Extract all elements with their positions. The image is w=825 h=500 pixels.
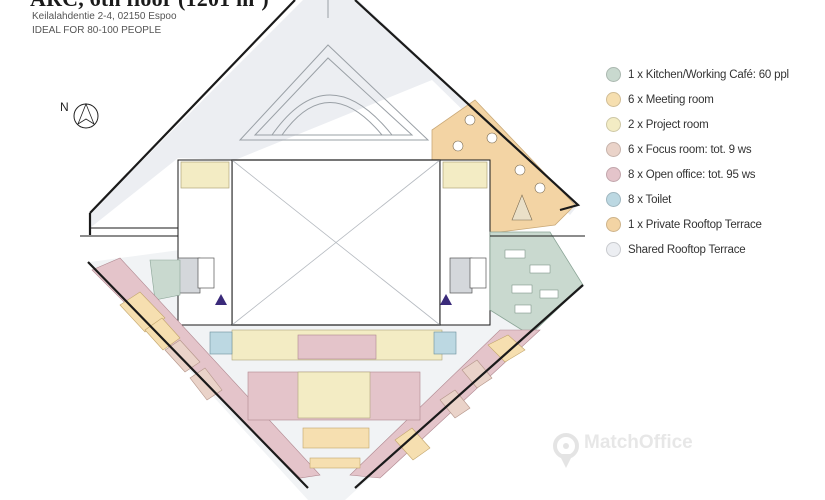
address-text: Keilalahdentie 2-4, 02150 Espoo xyxy=(32,11,177,22)
legend-label: 8 x Open office: tot. 95 ws xyxy=(628,168,756,181)
shared-rooftop-terrace xyxy=(90,0,578,228)
legend-item-focus-room: 6 x Focus room: tot. 9 ws xyxy=(606,137,816,162)
legend-label: 6 x Focus room: tot. 9 ws xyxy=(628,143,752,156)
entry-marker-east xyxy=(440,294,452,305)
glass-roof xyxy=(238,0,430,141)
legend-item-private-terrace: 1 x Private Rooftop Terrace xyxy=(606,212,816,237)
capacity-text: IDEAL FOR 80-100 PEOPLE xyxy=(32,25,162,36)
meeting-room-south xyxy=(302,427,370,449)
legend-item-toilet: 8 x Toilet xyxy=(606,187,816,212)
watermark-label: MatchOffice xyxy=(584,432,693,453)
exterior-walls xyxy=(87,0,584,489)
legend-label: 6 x Meeting room xyxy=(628,93,714,106)
legend-swatch xyxy=(606,167,621,182)
legend-label: 1 x Private Rooftop Terrace xyxy=(628,218,762,231)
legend-label: 2 x Project room xyxy=(628,118,709,131)
watermark-pin-icon xyxy=(553,433,579,468)
watermark: MatchOffice xyxy=(552,432,693,454)
legend-label: Shared Rooftop Terrace xyxy=(628,243,746,256)
legend-item-kitchen: 1 x Kitchen/Working Café: 60 ppl xyxy=(606,62,816,87)
legend-swatch xyxy=(606,192,621,207)
legend-label: 1 x Kitchen/Working Café: 60 ppl xyxy=(628,68,789,81)
west-lounge xyxy=(149,259,181,301)
legend-label: 8 x Toilet xyxy=(628,193,672,206)
legend-swatch xyxy=(606,92,621,107)
legend: 1 x Kitchen/Working Café: 60 ppl 6 x Mee… xyxy=(606,62,816,262)
legend-swatch xyxy=(606,142,621,157)
north-compass-icon xyxy=(73,102,99,129)
project-room-central xyxy=(297,371,371,419)
legend-swatch xyxy=(606,67,621,82)
page-title: ARC, 6th floor (1201 m²) xyxy=(30,0,269,12)
legend-swatch xyxy=(606,117,621,132)
north-label: N xyxy=(60,100,69,114)
legend-swatch xyxy=(606,242,621,257)
legend-item-project-room: 2 x Project room xyxy=(606,112,816,137)
legend-item-shared-terrace: Shared Rooftop Terrace xyxy=(606,237,816,262)
legend-item-open-office: 8 x Open office: tot. 95 ws xyxy=(606,162,816,187)
entry-marker-west xyxy=(215,294,227,305)
legend-swatch xyxy=(606,217,621,232)
meeting-rooms xyxy=(119,291,526,461)
legend-item-meeting-room: 6 x Meeting room xyxy=(606,87,816,112)
